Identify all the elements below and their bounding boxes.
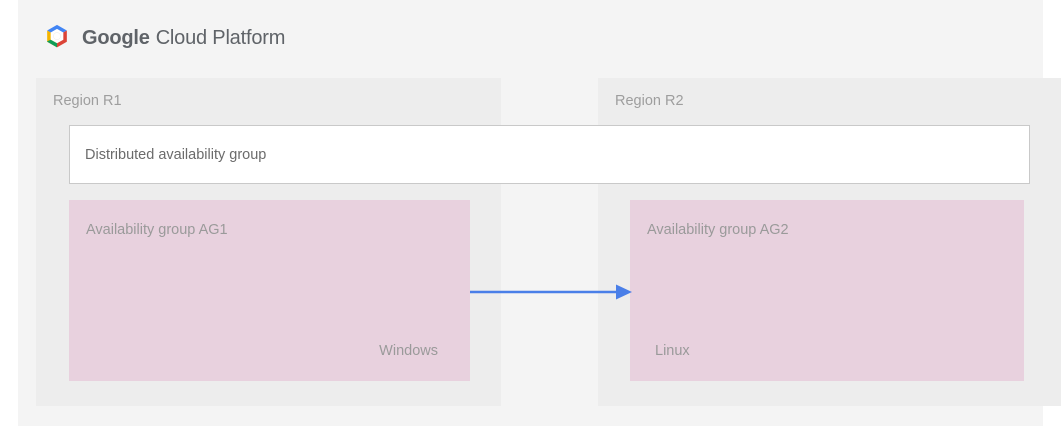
distributed-availability-group-box: Distributed availability group <box>69 125 1030 184</box>
region-label-r2: Region R2 <box>615 93 684 109</box>
brand-name-google: Google <box>82 26 150 49</box>
os-label-windows: Windows <box>379 343 438 359</box>
diagram-card: Google Cloud Platform Region R1 Region R… <box>18 0 1061 426</box>
brand-text: Google Cloud Platform <box>82 27 285 50</box>
region-label-r1: Region R1 <box>53 93 122 109</box>
distributed-availability-group-label: Distributed availability group <box>85 146 267 163</box>
replication-arrow-icon <box>470 284 632 300</box>
availability-group-title-ag1: Availability group AG1 <box>86 222 228 238</box>
availability-group-title-ag2: Availability group AG2 <box>647 222 789 238</box>
brand-name-suffix: Cloud Platform <box>155 26 286 49</box>
availability-group-box-ag2: Availability group AG2 Linux <box>630 200 1024 381</box>
os-label-linux: Linux <box>655 343 690 359</box>
brand-header: Google Cloud Platform <box>42 18 285 58</box>
google-cloud-platform-logo-icon <box>47 24 67 48</box>
availability-group-box-ag1: Availability group AG1 Windows <box>69 200 470 381</box>
